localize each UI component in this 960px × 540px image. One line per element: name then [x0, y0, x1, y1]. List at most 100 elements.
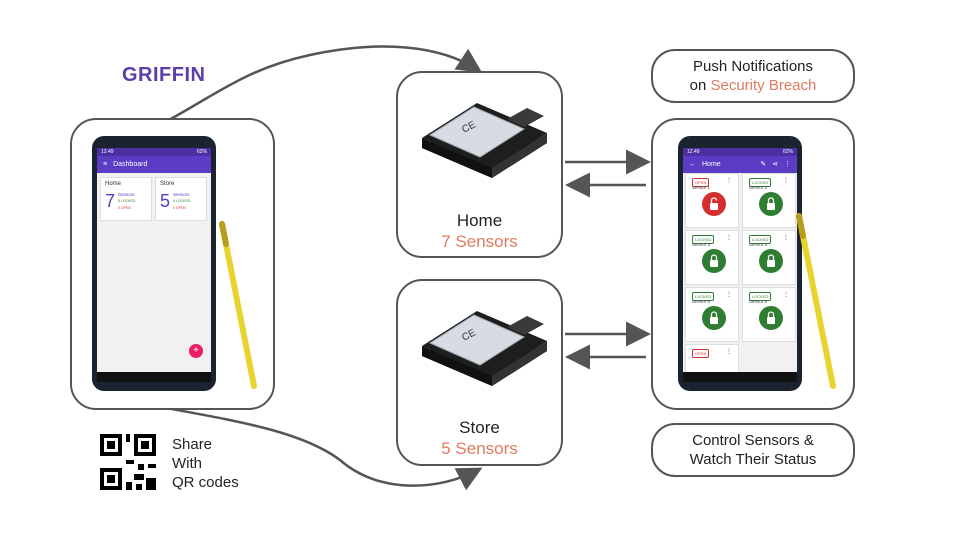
- sensor-menu-icon[interactable]: ⋮: [783, 178, 789, 184]
- sensor-status-badge: LOCKED: [749, 235, 772, 244]
- share-caption: Share With QR codes: [172, 435, 239, 492]
- status-bar: 12:49 62%: [683, 148, 797, 156]
- location-card-store[interactable]: Store 5 Sensors 5 LOCKED 0 OPEN: [155, 177, 207, 221]
- sensor-name: Sensor 1: [692, 185, 711, 190]
- nav-bar: [683, 372, 797, 382]
- lock-button[interactable]: [702, 306, 726, 330]
- edit-icon[interactable]: ✎: [760, 161, 767, 168]
- module-name: Home: [456, 211, 503, 230]
- store-module-frame: CE Store 5 Sensors: [396, 279, 563, 466]
- sensor-status-badge: LOCKED: [692, 235, 715, 244]
- wifi-module-chip: CE: [422, 103, 547, 178]
- sensor-name: Sensor 3: [692, 242, 711, 247]
- sensor-control-frame: 12:49 62% ← Home ✎ ⋖ ⋮ OPEN ⋮ Sensor 1 LOCK…: [651, 118, 855, 410]
- brand-title: GRIFFIN: [122, 64, 206, 86]
- padlock-icon: [710, 311, 718, 324]
- sensor-tile[interactable]: LOCKED ⋮ Sensor 6: [742, 287, 796, 342]
- qr-code-icon: [96, 430, 160, 494]
- stylus-pen: [796, 213, 836, 389]
- app-bar-title: Dashboard: [113, 161, 148, 168]
- sensor-tile[interactable]: LOCKED ⋮ Sensor 4: [742, 230, 796, 285]
- status-time: 12:49: [101, 149, 114, 155]
- sensor-tile[interactable]: OPEN⋮Sensor 1: [685, 173, 739, 228]
- padlock-icon: [767, 254, 775, 267]
- padlock-icon: [710, 254, 718, 267]
- status-battery: 62%: [196, 149, 207, 155]
- share-line-1: Share: [172, 436, 213, 453]
- security-breach-text: Security Breach: [710, 77, 817, 94]
- open-badge: 0 OPEN: [173, 206, 186, 210]
- stylus-pen: [219, 221, 257, 389]
- control-line-1: Control Sensors &: [692, 432, 814, 449]
- sensor-status-badge: LOCKED: [692, 292, 715, 301]
- add-location-fab[interactable]: +: [189, 344, 203, 358]
- share-icon[interactable]: ⋖: [772, 161, 778, 168]
- module-name: Store: [459, 418, 500, 437]
- status-bar: 12:49 62%: [97, 148, 211, 156]
- sensor-menu-icon[interactable]: ⋮: [726, 349, 732, 355]
- menu-icon[interactable]: ≡: [103, 161, 108, 168]
- sensor-menu-icon[interactable]: ⋮: [726, 235, 732, 241]
- share-line-2: With: [172, 455, 202, 472]
- sensor-menu-icon[interactable]: ⋮: [783, 292, 789, 298]
- dashboard-phone: 12:49 62% ≡ Dashboard Home 7 Sensors 5 L…: [92, 136, 216, 391]
- sensors-phone: 12:49 62% ← Home ✎ ⋖ ⋮ OPEN ⋮ Sensor 1 LOCK…: [678, 136, 802, 391]
- back-arrow-icon[interactable]: ←: [689, 161, 696, 168]
- sensor-menu-icon[interactable]: ⋮: [726, 178, 732, 184]
- control-sensors-pill: Control Sensors & Watch Their Status: [651, 423, 855, 477]
- notifications-prefix: on: [689, 77, 711, 94]
- sensors-screen: 12:49 62% ← Home ✎ ⋖ ⋮ OPEN ⋮ Sensor 1 LOCK…: [683, 148, 797, 382]
- sensor-tile[interactable]: LOCKED ⋮ Sensor 5: [685, 287, 739, 342]
- sensor-name: Sensor 5: [692, 299, 711, 304]
- unlock-button[interactable]: [702, 192, 726, 216]
- sensors-label: Sensors: [173, 192, 190, 197]
- unlocked-padlock-icon: [710, 197, 718, 210]
- push-notifications-pill: Push Notifications on Security Breach: [651, 49, 855, 103]
- locked-badge: 5 LOCKED: [173, 199, 191, 203]
- notifications-line-1: Push Notifications: [692, 58, 814, 75]
- location-card-home[interactable]: Home 7 Sensors 5 LOCKED 2 OPEN: [100, 177, 152, 221]
- locked-badge: 5 LOCKED: [118, 199, 136, 203]
- lock-button[interactable]: [759, 192, 783, 216]
- sensor-menu-icon[interactable]: ⋮: [783, 235, 789, 241]
- sensor-menu-icon[interactable]: ⋮: [726, 292, 732, 298]
- lock-button[interactable]: [702, 249, 726, 273]
- arrow-phone-to-store: [149, 403, 483, 491]
- app-bar: ≡ Dashboard: [97, 156, 211, 173]
- share-line-3: QR codes: [172, 474, 239, 491]
- home-module-label: Home 7 Sensors: [398, 210, 561, 252]
- sensor-count: 5: [160, 191, 171, 211]
- dashboard-screen: 12:49 62% ≡ Dashboard Home 7 Sensors 5 L…: [97, 148, 211, 382]
- control-line-2: Watch Their Status: [689, 451, 817, 468]
- module-sensor-count: 7 Sensors: [441, 232, 518, 251]
- sensor-name: Sensor 2: [749, 185, 768, 190]
- lock-button[interactable]: [759, 249, 783, 273]
- sensor-name: Sensor 4: [749, 242, 768, 247]
- wifi-module-chip: CE: [422, 311, 547, 386]
- sensor-status-badge: LOCKED: [749, 178, 772, 187]
- arrow-phone-to-home: [149, 45, 483, 132]
- status-time: 12:49: [687, 149, 700, 155]
- dashboard-frame: 12:49 62% ≡ Dashboard Home 7 Sensors 5 L…: [70, 118, 275, 410]
- sensor-status-badge: LOCKED: [749, 292, 772, 301]
- padlock-icon: [767, 311, 775, 324]
- lock-button[interactable]: [759, 306, 783, 330]
- status-battery: 62%: [782, 149, 793, 155]
- sensor-tile[interactable]: LOCKED ⋮ Sensor 3: [685, 230, 739, 285]
- location-name: Home: [105, 181, 122, 187]
- module-sensor-count: 5 Sensors: [441, 439, 518, 458]
- open-badge: 2 OPEN: [118, 206, 131, 210]
- app-bar-title: Home: [702, 161, 721, 168]
- location-name: Store: [160, 181, 175, 187]
- sensor-name: Sensor 6: [749, 299, 768, 304]
- notifications-line-2: on Security Breach: [653, 76, 853, 95]
- store-module-label: Store 5 Sensors: [398, 417, 561, 459]
- more-icon[interactable]: ⋮: [784, 161, 791, 168]
- home-module-frame: CE Home 7 Sensors: [396, 71, 563, 258]
- sensor-tile[interactable]: LOCKED ⋮ Sensor 2: [742, 173, 796, 228]
- sensor-status-badge: OPEN: [692, 349, 710, 358]
- nav-bar: [97, 372, 211, 382]
- sensor-count: 7: [105, 191, 116, 211]
